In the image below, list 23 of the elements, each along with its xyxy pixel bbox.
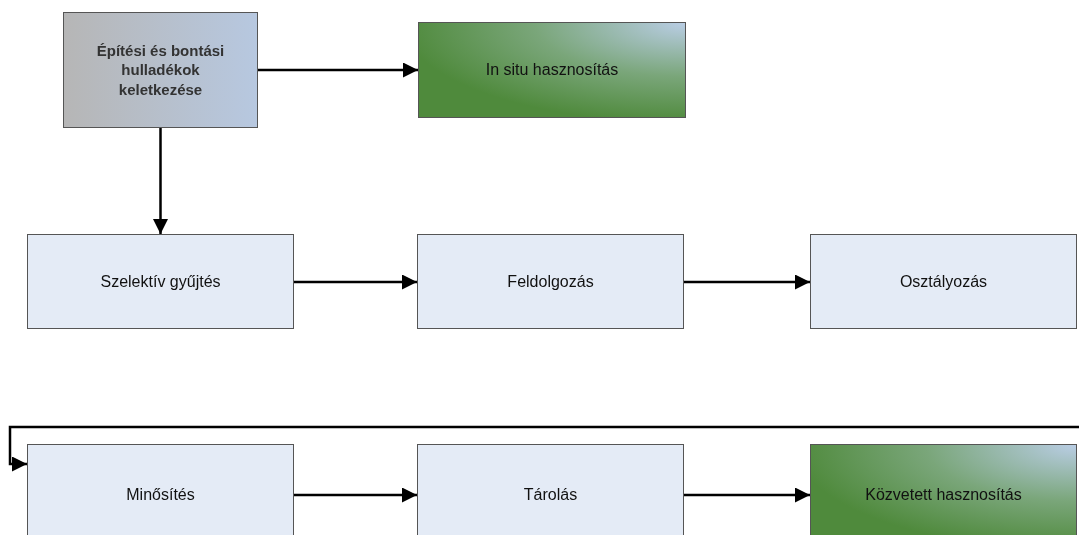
- arrow: [684, 274, 810, 290]
- box-label: Tárolás: [522, 485, 579, 504]
- process-box: [27, 234, 294, 329]
- arrow: [684, 487, 810, 503]
- result-box: [418, 22, 686, 118]
- process-box: [810, 234, 1077, 329]
- box-label: Építési és bontási hulladékok keletkezése: [95, 40, 226, 100]
- box-label: In situ hasznosítás: [484, 61, 620, 79]
- box-label: Közvetett hasznosítás: [864, 485, 1023, 504]
- process-box: [27, 444, 294, 535]
- box-label: Szelektív gyűjtés: [99, 272, 222, 291]
- box-label: Osztályozás: [898, 272, 989, 291]
- arrow: [258, 62, 418, 78]
- process-box: [417, 444, 684, 535]
- box-label: Minősítés: [125, 485, 196, 504]
- arrow: [8, 425, 1079, 472]
- result-box: [810, 444, 1077, 535]
- process-box: [417, 234, 684, 329]
- arrow: [294, 487, 417, 503]
- start-box: [63, 12, 258, 128]
- box-label: Feldolgozás: [506, 272, 595, 291]
- arrow: [153, 128, 168, 234]
- arrow: [294, 274, 417, 290]
